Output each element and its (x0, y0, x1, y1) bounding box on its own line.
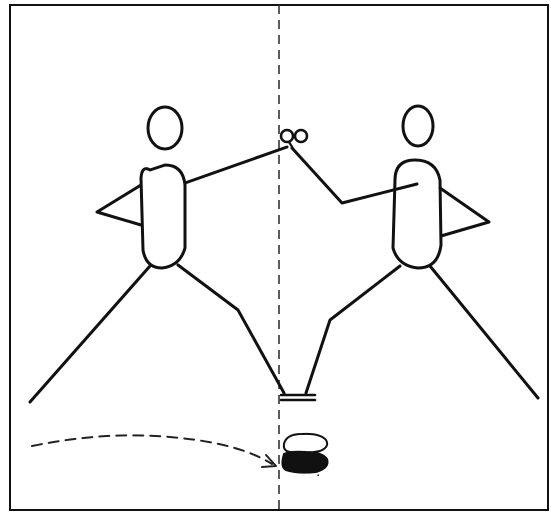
left-fencer (28, 105, 289, 404)
left-fencer-back-arm (95, 183, 143, 227)
right-fencer-back-leg (428, 264, 540, 400)
arrow-head-icon (261, 454, 277, 468)
right-fencer-torso (391, 158, 443, 270)
left-fencer-front-leg (176, 263, 286, 395)
right-fencer-sword-arm (290, 146, 419, 205)
footprint-icon (281, 432, 329, 477)
left-fencer-head (146, 105, 184, 151)
left-fencer-back-leg (28, 264, 152, 404)
scissors-icon (279, 128, 309, 152)
right-fencer (290, 104, 540, 400)
dashed-arrow (31, 434, 277, 468)
right-fencer-head (401, 104, 435, 148)
left-fencer-sword-arm (183, 145, 289, 185)
left-fencer-torso (139, 163, 187, 270)
meeting-feet-mark (279, 393, 317, 402)
right-fencer-back-arm (438, 186, 491, 238)
right-fencer-front-leg (304, 264, 402, 395)
